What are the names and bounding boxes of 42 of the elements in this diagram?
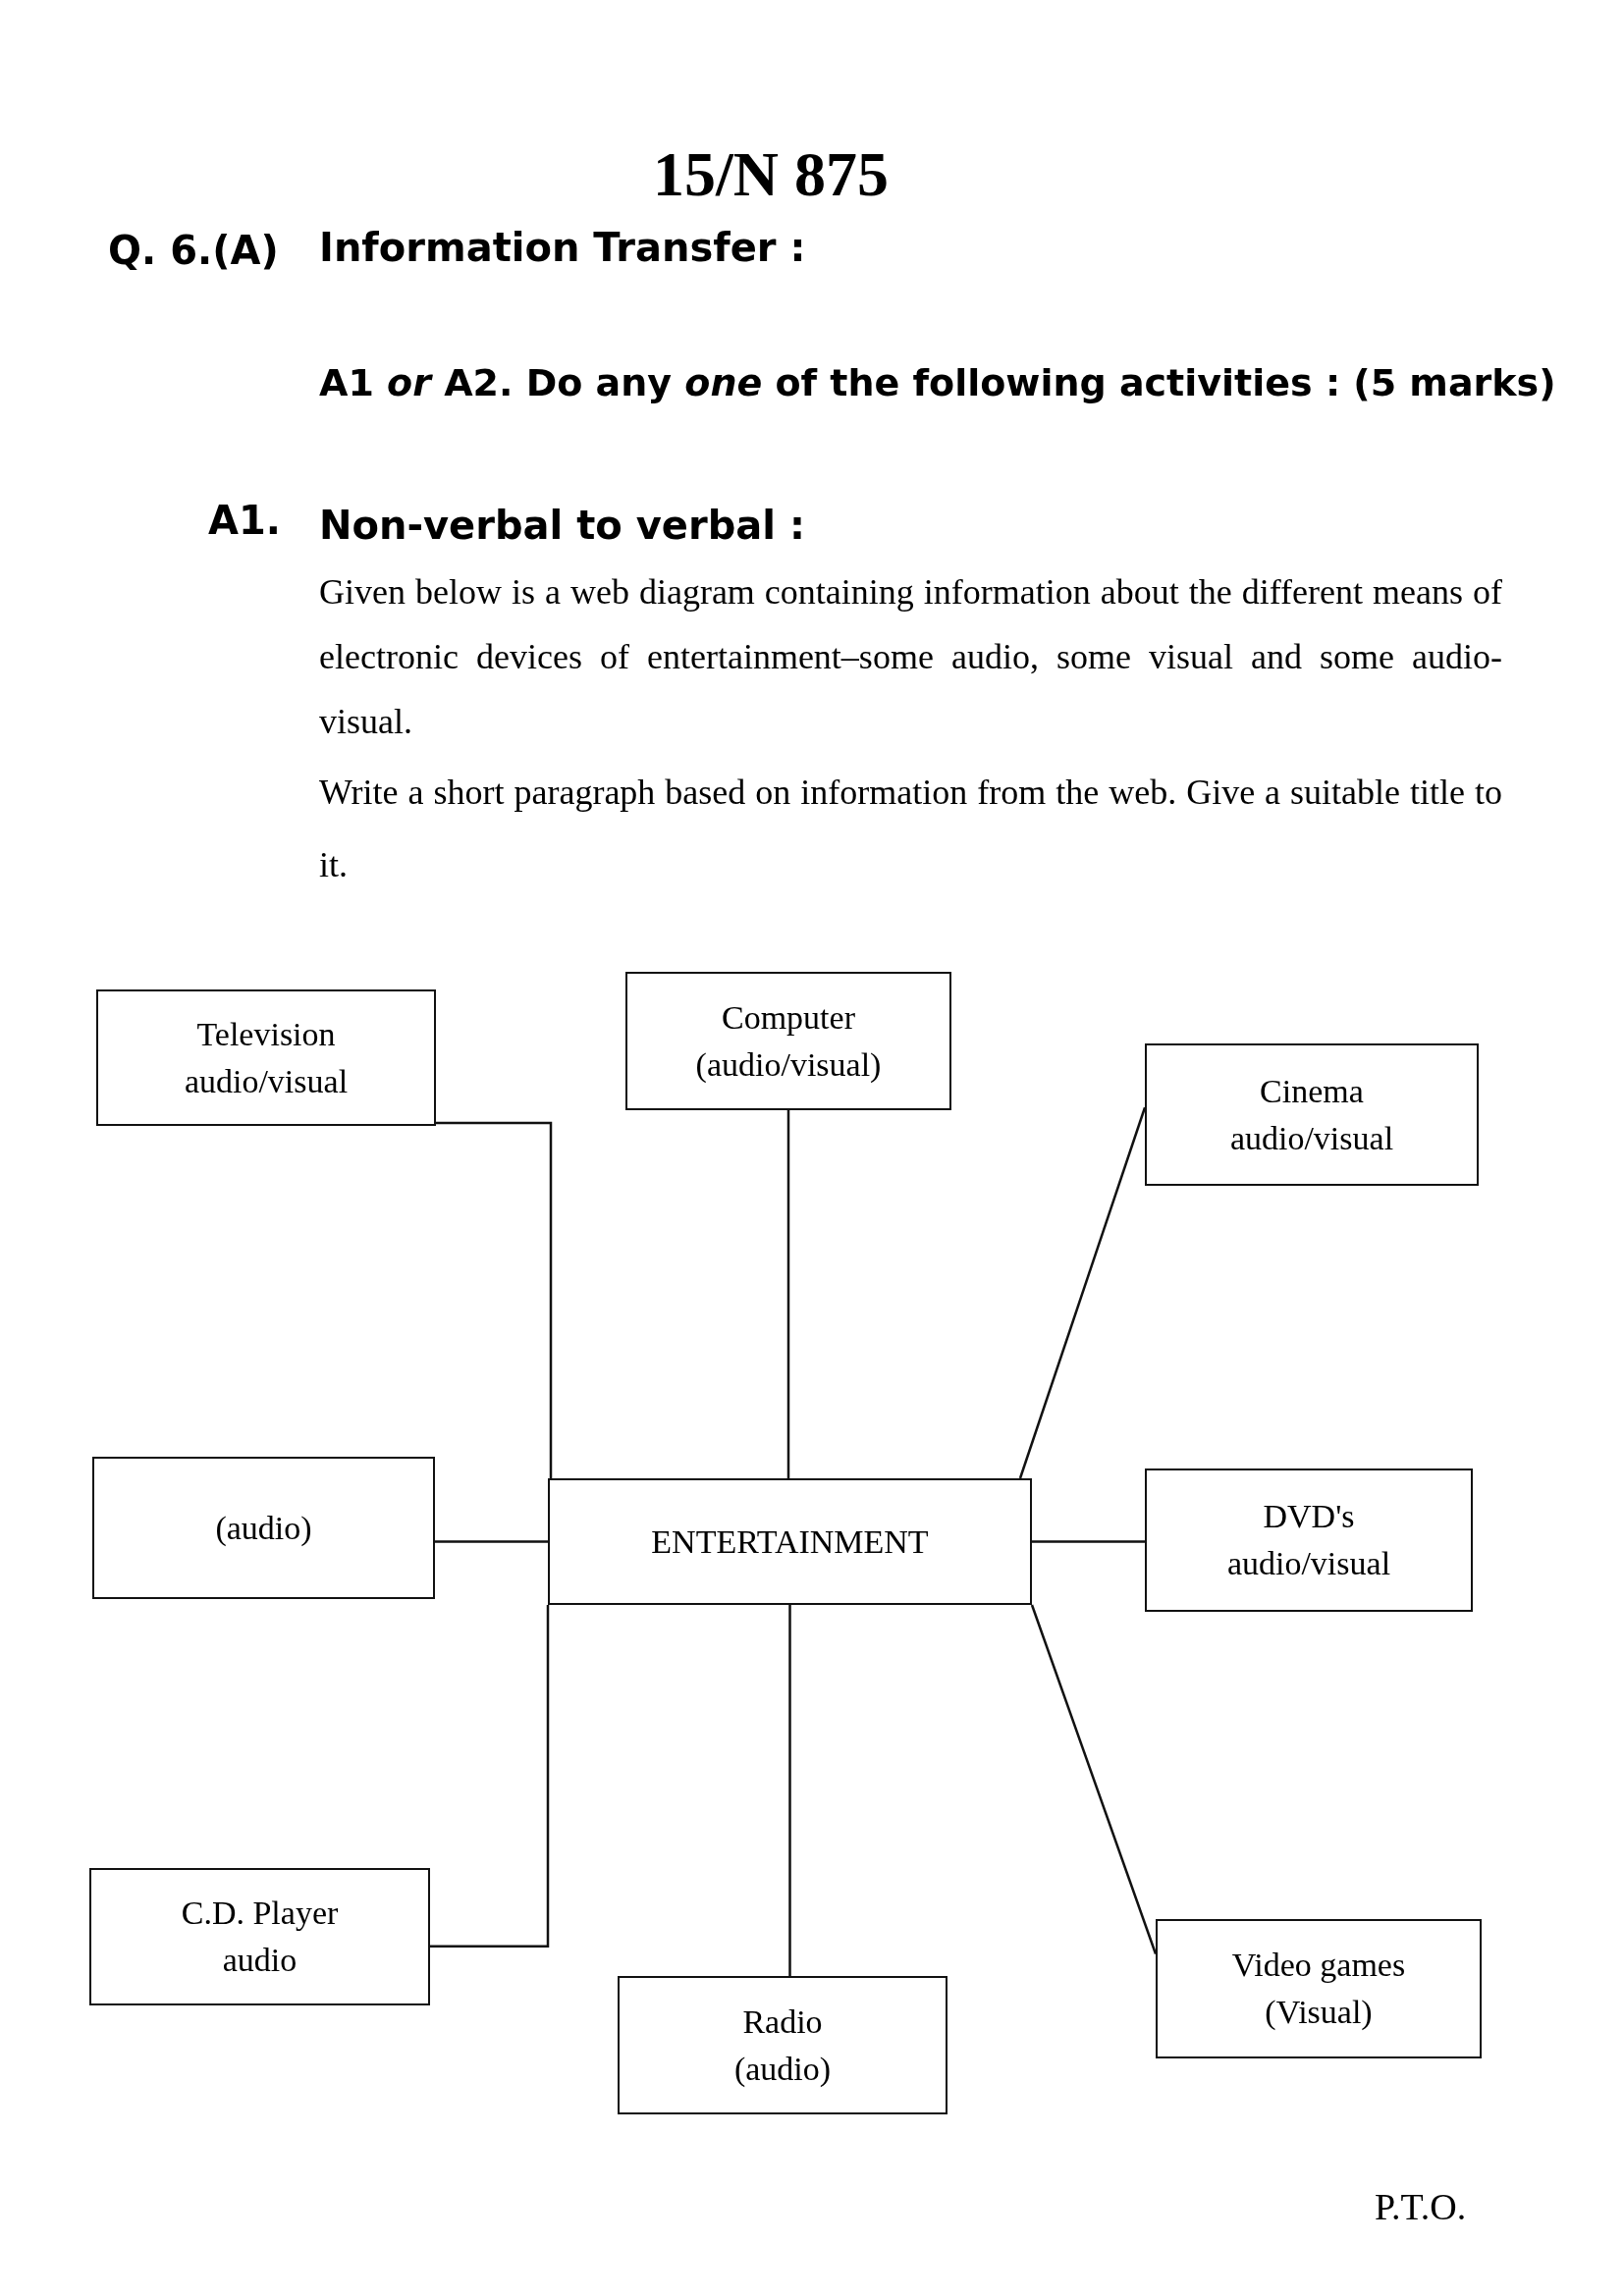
- box-text: C.D. Player: [181, 1894, 339, 1933]
- box-text: (audio): [733, 2049, 832, 2089]
- box-text: Radio: [742, 2002, 823, 2042]
- connector-line: [786, 1110, 790, 1478]
- connector-line: [1030, 1604, 1158, 1954]
- box-text: ENTERTAINMENT: [651, 1522, 929, 1562]
- task-instruction: Write a short paragraph based on information from the web. Give a suitable title to it.: [319, 772, 1502, 886]
- page-turn-note: P.T.O.: [1375, 2185, 1467, 2229]
- question-number: Q. 6.(A): [108, 227, 279, 275]
- device-box: [1145, 1043, 1479, 1186]
- connector-line: [788, 1605, 791, 1976]
- box-text: (audio): [215, 1508, 312, 1548]
- device-box: [96, 989, 436, 1126]
- box-text: DVD's: [1263, 1497, 1355, 1536]
- task-number: A1.: [208, 497, 281, 545]
- box-text: (audio/visual): [695, 1044, 882, 1085]
- instruction-text: A1 or A2. Do any one of the following activities : (5 marks): [319, 360, 1556, 406]
- box-text: audio/visual: [184, 1061, 349, 1101]
- box-text: Cinema: [1260, 1071, 1364, 1111]
- task-description: Given below is a web diagram containing information about the different means of electronic devices of entertainment–some audio, some visual and some audio-visual.: [319, 571, 1502, 743]
- task-heading: Non-verbal to verbal :: [319, 502, 805, 550]
- box-text: audio: [222, 1941, 298, 1980]
- box-text: (Visual): [1265, 1993, 1373, 2032]
- section-heading: Information Transfer :: [319, 224, 806, 272]
- device-box: [618, 1976, 947, 2114]
- connector-line: [435, 1540, 548, 1543]
- connector-line: [1032, 1540, 1145, 1543]
- connector-line: [436, 1121, 553, 1478]
- device-box: [1145, 1468, 1473, 1612]
- device-box: [548, 1478, 1032, 1605]
- box-text: Video games: [1231, 1946, 1406, 1985]
- box-text: audio/visual: [1226, 1544, 1391, 1583]
- device-box: [625, 972, 951, 1110]
- device-box: [92, 1457, 435, 1599]
- box-text: Computer: [722, 997, 855, 1038]
- device-box: [89, 1868, 430, 2005]
- page-title: 15/N 875: [653, 138, 889, 211]
- connector-line: [430, 1605, 550, 1949]
- box-text: Television: [196, 1014, 336, 1054]
- box-text: audio/visual: [1229, 1118, 1394, 1158]
- device-box: [1156, 1919, 1482, 2058]
- connector-line: [1018, 1106, 1147, 1479]
